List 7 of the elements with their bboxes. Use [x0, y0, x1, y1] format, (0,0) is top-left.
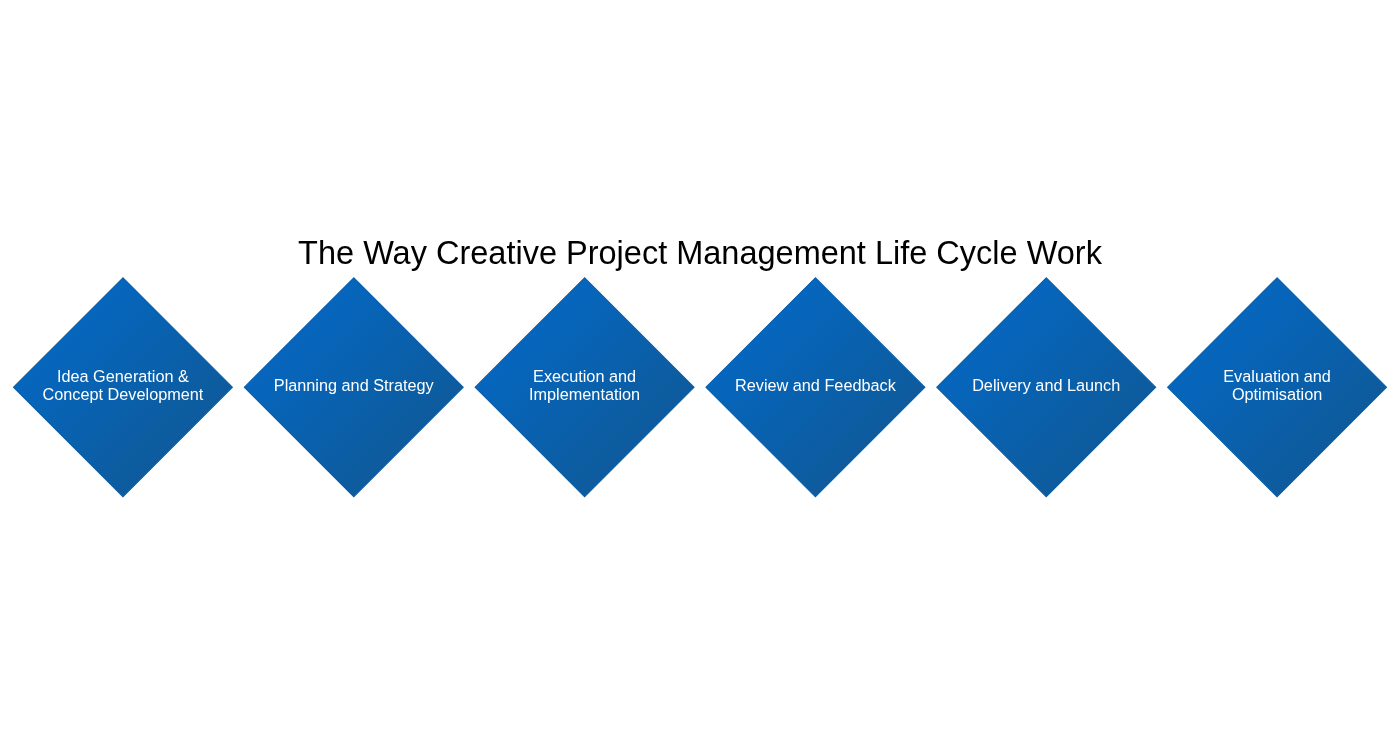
- diagram-title: The Way Creative Project Management Life Cycle Work: [298, 234, 1102, 271]
- node-diamond: Planning and Strategy: [243, 277, 464, 498]
- node-diamond: Idea Generation & Concept Development: [12, 277, 234, 498]
- node-diamond: Evaluation and Optimisation: [1166, 277, 1388, 498]
- node-diamond: Review and Feedback: [705, 277, 926, 498]
- node-diamond: Execution and Implementation: [474, 277, 695, 498]
- node-diamond: Delivery and Launch: [936, 277, 1157, 498]
